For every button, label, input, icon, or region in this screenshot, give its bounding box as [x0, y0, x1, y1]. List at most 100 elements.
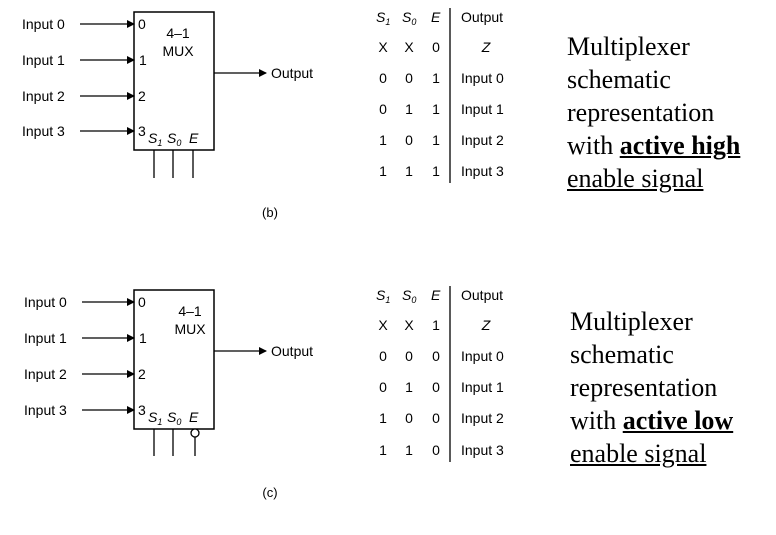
description-active-high: Multiplexer schematic representation wit…	[567, 30, 740, 195]
input-1-label: Input 1	[24, 330, 67, 346]
header-output: Output	[461, 287, 503, 303]
pin-0-label: 0	[138, 294, 146, 310]
cell-s1: 0	[379, 70, 387, 86]
description-active-low: Multiplexer schematic representation wit…	[570, 305, 733, 470]
cell-s1: 1	[379, 163, 387, 179]
table-row: 0 1 1 Input 1	[379, 101, 504, 117]
mux-type-label: 4–1	[166, 25, 190, 41]
enable-type-emphasis: active high	[619, 131, 741, 160]
table-row: 1 0 0 Input 2	[379, 410, 504, 426]
description-line: representation	[567, 98, 715, 127]
s0-pin-label: S0	[167, 409, 181, 427]
s1-pin-label: S1	[148, 409, 162, 427]
cell-e: 1	[432, 163, 440, 179]
cell-s1: 0	[379, 101, 387, 117]
inversion-bubble-icon	[190, 428, 200, 438]
table-row: 1 1 0 Input 3	[379, 442, 504, 458]
cell-e: 1	[432, 101, 440, 117]
output-label: Output	[271, 343, 313, 359]
cell-e: 1	[432, 317, 440, 333]
s0-pin-label: S0	[167, 130, 181, 148]
cell-s0: X	[404, 317, 414, 333]
cell-e: 0	[432, 348, 440, 364]
cell-e: 0	[432, 410, 440, 426]
e-pin-label: E	[189, 130, 199, 146]
description-line: enable signal	[570, 439, 707, 468]
input-0-label: Input 0	[22, 16, 65, 32]
cell-output: Z	[481, 39, 491, 55]
output-label: Output	[271, 65, 313, 81]
truth-table: S1 S0 E Output X X 1 Z 0 0 0 Input 0 0 1…	[376, 286, 504, 462]
mux-schematic-c: Input 0 Input 1 Input 2 Input 3 0 1 2 3 …	[24, 286, 504, 500]
cell-e: 0	[432, 39, 440, 55]
table-row: 0 1 0 Input 1	[379, 379, 504, 395]
pin-3-label: 3	[138, 123, 146, 139]
cell-s1: 1	[379, 410, 387, 426]
cell-s0: 0	[405, 70, 413, 86]
description-line: Multiplexer	[567, 32, 690, 61]
cell-s0: 0	[405, 132, 413, 148]
description-line: enable signal	[567, 164, 704, 193]
cell-output: Input 2	[461, 132, 504, 148]
mux-name-label: MUX	[174, 321, 206, 337]
cell-s1: 0	[379, 348, 387, 364]
header-s1: S1	[376, 287, 390, 305]
cell-output: Input 1	[461, 379, 504, 395]
description-line: schematic	[567, 65, 671, 94]
pin-1-label: 1	[139, 330, 147, 346]
header-e: E	[431, 9, 441, 25]
description-line: schematic	[570, 340, 674, 369]
description-line: representation	[570, 373, 718, 402]
cell-e: 1	[432, 70, 440, 86]
mux-box	[133, 11, 215, 151]
header-output: Output	[461, 9, 503, 25]
header-e: E	[431, 287, 441, 303]
table-row: 1 1 1 Input 3	[379, 163, 504, 179]
pin-2-label: 2	[138, 366, 146, 382]
cell-s1: 1	[379, 132, 387, 148]
mux-type-label: 4–1	[178, 303, 202, 319]
cell-s0: 1	[405, 101, 413, 117]
cell-output: Input 0	[461, 70, 504, 86]
cell-output: Input 1	[461, 101, 504, 117]
input-2-label: Input 2	[24, 366, 67, 382]
header-s0: S0	[402, 287, 416, 305]
cell-s0: 1	[405, 163, 413, 179]
input-3-label: Input 3	[22, 123, 65, 139]
cell-s1: X	[378, 39, 388, 55]
mux-schematic-b: Input 0 Input 1 Input 2 Input 3 0 1 2 3 …	[22, 8, 504, 220]
mux-diagram-active-low: Input 0 Input 1 Input 2 Input 3 0 1 2 3 …	[0, 278, 776, 535]
cell-s1: 1	[379, 442, 387, 458]
figure-caption: (b)	[262, 205, 278, 220]
cell-s0: X	[404, 39, 414, 55]
cell-e: 0	[432, 442, 440, 458]
cell-e: 1	[432, 132, 440, 148]
description-line: Multiplexer	[570, 307, 693, 336]
truth-table: S1 S0 E Output X X 0 Z 0 0 1 Input 0 0 1…	[376, 8, 504, 183]
input-3-label: Input 3	[24, 402, 67, 418]
input-0-label: Input 0	[24, 294, 67, 310]
cell-output: Input 2	[461, 410, 504, 426]
mux-name-label: MUX	[162, 43, 194, 59]
input-2-label: Input 2	[22, 88, 65, 104]
cell-s0: 0	[405, 348, 413, 364]
cell-s0: 1	[405, 442, 413, 458]
header-s1: S1	[376, 9, 390, 27]
table-row: X X 1 Z	[378, 317, 490, 333]
mux-box	[133, 289, 215, 430]
cell-s0: 1	[405, 379, 413, 395]
description-line: with active low	[570, 404, 733, 437]
cell-output: Z	[481, 317, 491, 333]
enable-type-emphasis: active low	[622, 406, 734, 435]
pin-0-label: 0	[138, 16, 146, 32]
cell-s1: 0	[379, 379, 387, 395]
cell-s0: 0	[405, 410, 413, 426]
s1-pin-label: S1	[148, 130, 162, 148]
pin-1-label: 1	[139, 52, 147, 68]
header-s0: S0	[402, 9, 416, 27]
cell-output: Input 3	[461, 163, 504, 179]
pin-3-label: 3	[138, 402, 146, 418]
table-row: 0 0 1 Input 0	[379, 70, 504, 86]
cell-output: Input 0	[461, 348, 504, 364]
cell-output: Input 3	[461, 442, 504, 458]
